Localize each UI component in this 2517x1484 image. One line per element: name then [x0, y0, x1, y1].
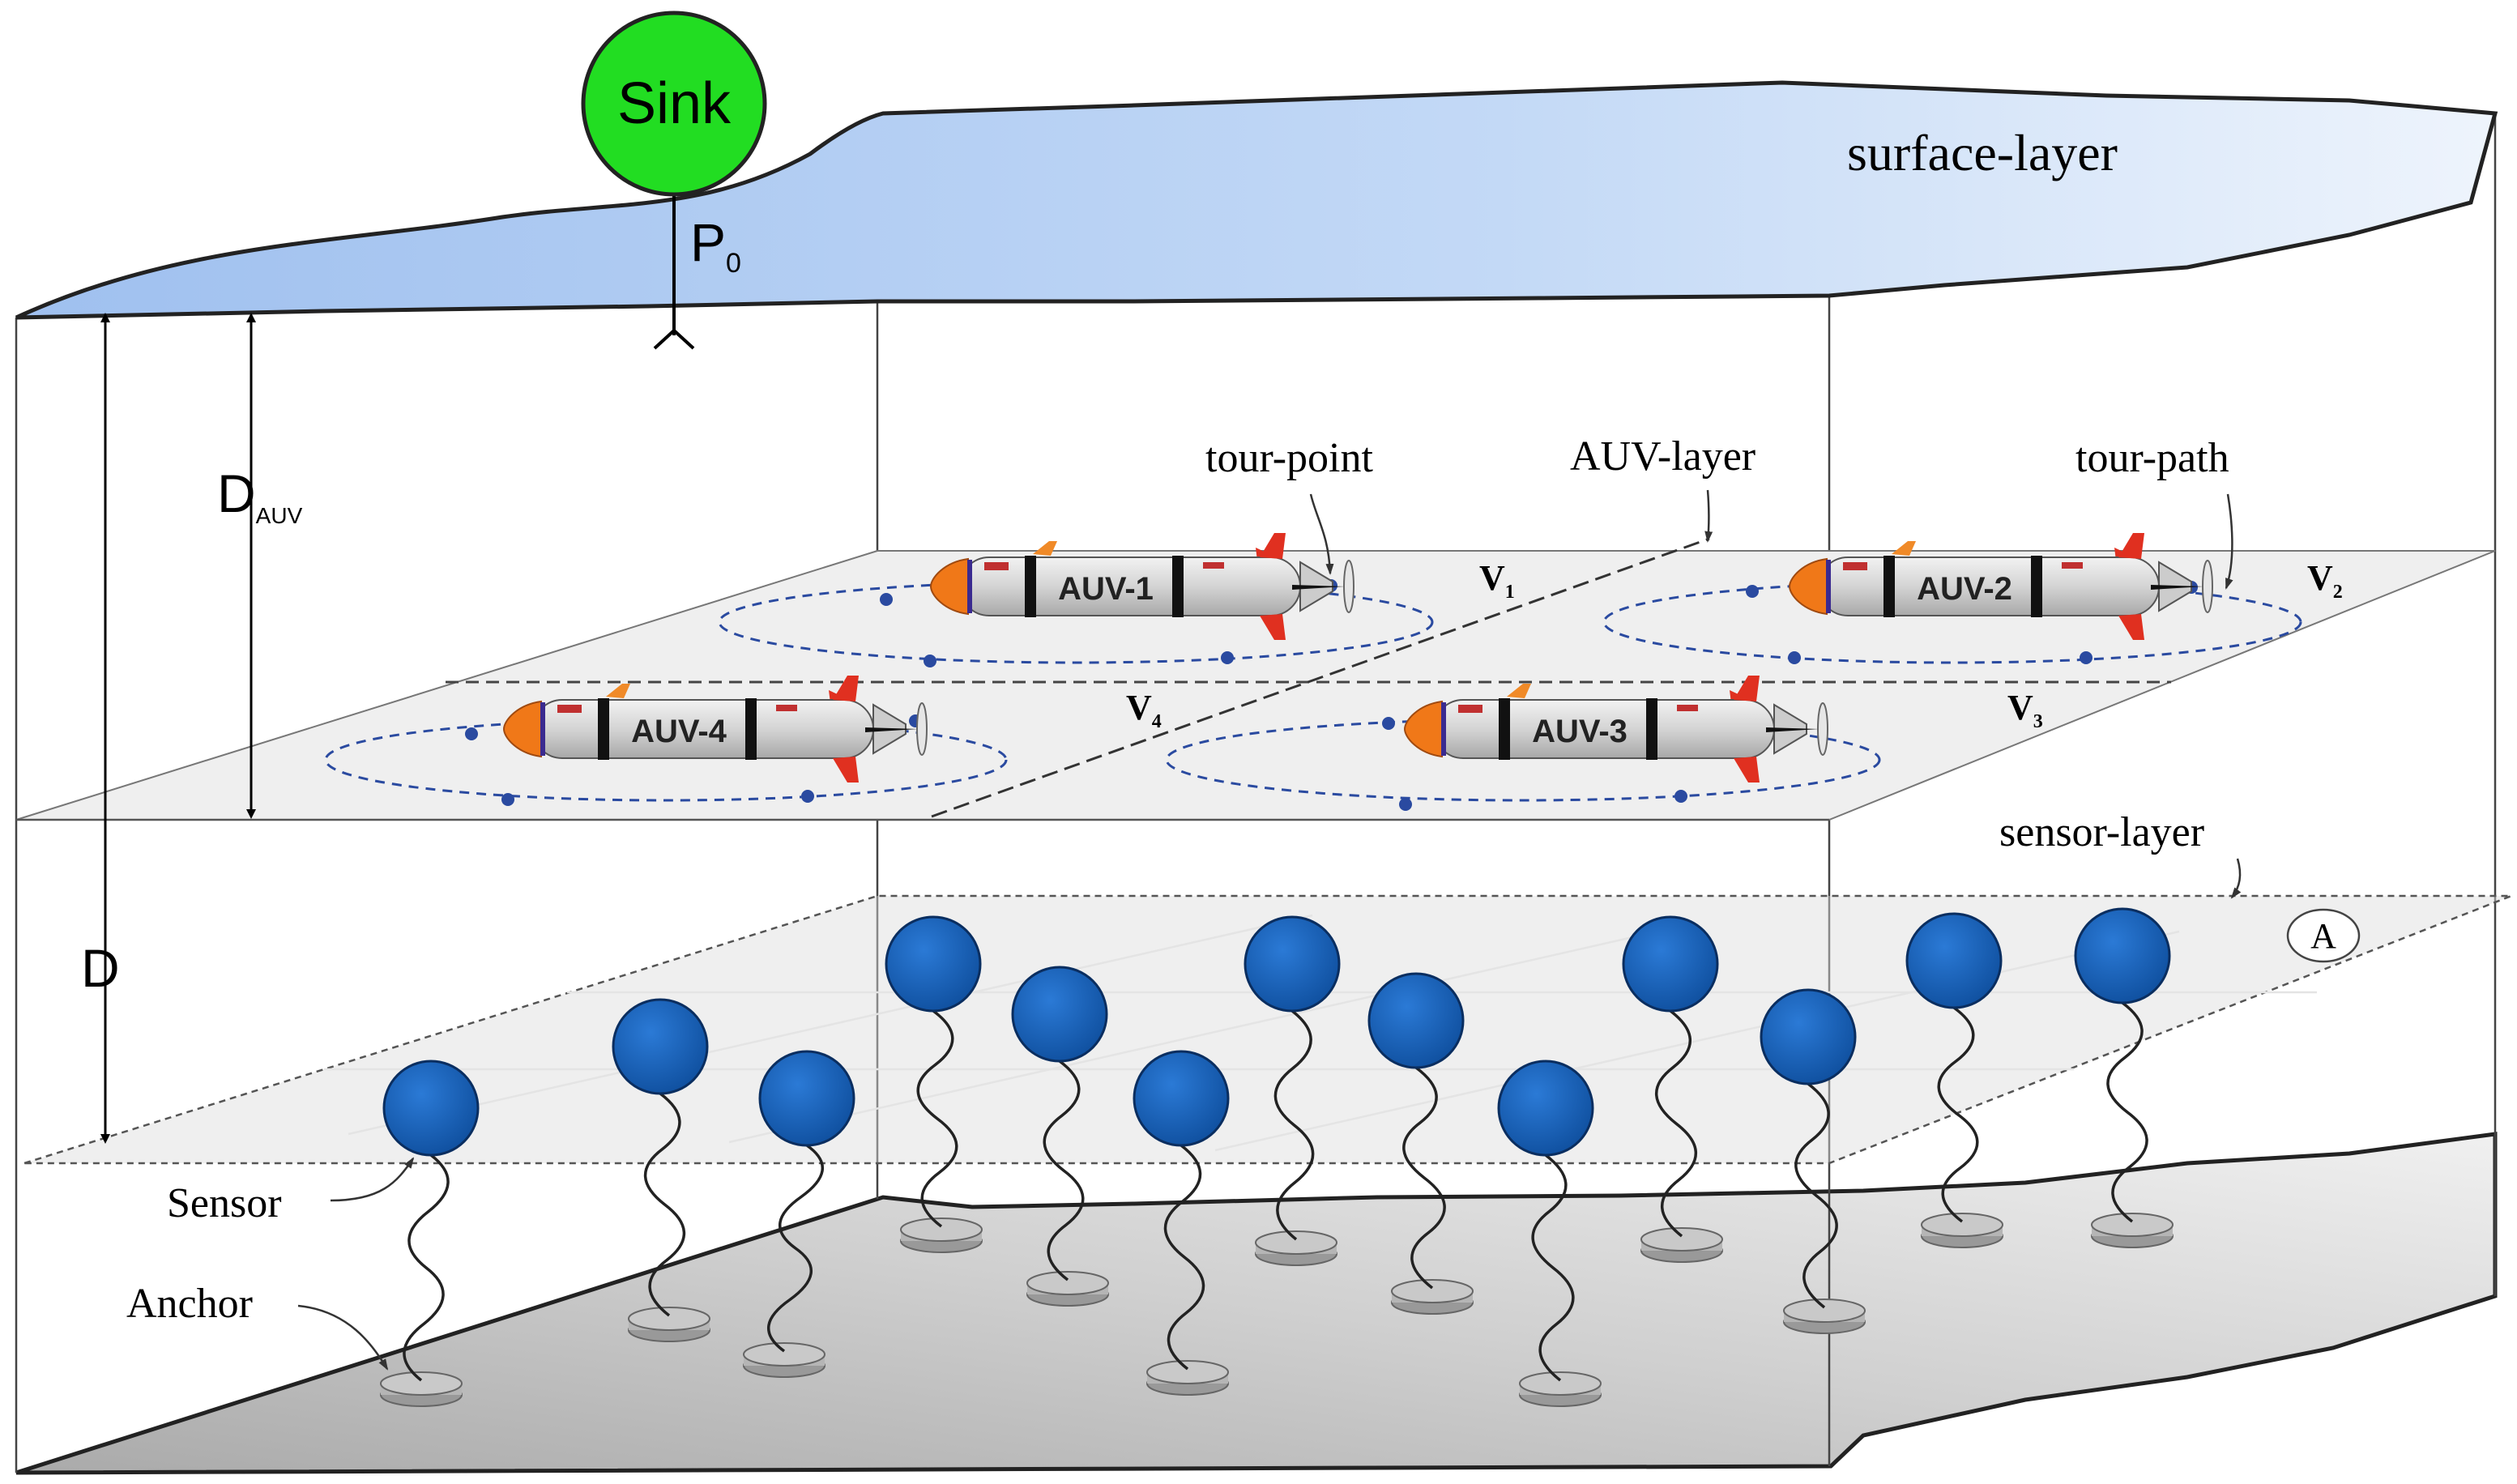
anchor-disc — [1391, 1279, 1474, 1315]
auv-vehicle: AUV-2 — [1788, 533, 2213, 640]
tether-line — [1937, 1006, 1979, 1223]
callout-pointers — [297, 489, 2242, 1371]
sensor-node — [1244, 915, 1341, 1013]
sensor-node — [612, 998, 709, 1095]
sensor-node — [2074, 907, 2171, 1004]
sensor-node — [1905, 912, 2003, 1009]
anchor-disc — [1921, 1213, 2003, 1248]
auv-label: AUV-3 — [1532, 714, 1628, 749]
sensor-layer-label: sensor-layer — [1999, 809, 2204, 855]
sensor-layer-plane — [23, 894, 2512, 1165]
region-v1-label: V1 — [1479, 558, 1515, 603]
depth-arrows — [100, 313, 256, 1144]
tether-line — [1531, 1154, 1575, 1382]
tether-line — [1163, 1144, 1205, 1371]
tether-line — [643, 1092, 686, 1317]
tour-path-label: tour-path — [2075, 435, 2229, 481]
anchor-disc — [900, 1217, 983, 1253]
sensor-node — [1133, 1050, 1230, 1147]
seabed — [15, 1132, 2498, 1475]
tether-line — [767, 1144, 824, 1353]
anchor-disc — [628, 1307, 710, 1342]
area-marker: A — [2286, 908, 2361, 963]
sink-node — [581, 11, 767, 350]
sensor-label: Sensor — [167, 1180, 282, 1226]
auv-vehicle: AUV-3 — [1403, 676, 1828, 783]
anchor-disc — [2091, 1213, 2174, 1248]
sensor-node — [1367, 972, 1465, 1069]
sink-label: Sink — [617, 71, 732, 136]
tether-line — [1043, 1060, 1085, 1281]
auv-vehicle: AUV-4 — [502, 676, 928, 783]
region-v3-label: V3 — [2007, 688, 2043, 732]
sensors — [382, 907, 2171, 1157]
d-auv-label: DAUV — [217, 463, 303, 528]
anchor-disc — [1519, 1371, 1602, 1407]
auv-vehicle: AUV-1 — [929, 533, 1354, 640]
tour-points — [465, 579, 2198, 811]
region-v4-label: V4 — [1126, 688, 1162, 732]
tether-line — [1273, 1009, 1315, 1241]
sensor-node — [1011, 966, 1108, 1063]
tethers — [403, 1001, 2148, 1382]
sensor-node — [1497, 1060, 1594, 1157]
d-label: D — [81, 938, 120, 998]
sensor-node — [382, 1060, 480, 1157]
region-v2-label: V2 — [2307, 558, 2343, 603]
tether-line — [2106, 1001, 2148, 1223]
auv-label: AUV-2 — [1917, 571, 2012, 607]
auv-label: AUV-1 — [1058, 571, 1154, 607]
tether-line — [1655, 1009, 1697, 1238]
anchor-disc — [1255, 1230, 1337, 1266]
surface-layer-shape — [15, 80, 2498, 320]
surface-layer-label: surface-layer — [1847, 124, 2118, 181]
anchor-disc — [1146, 1360, 1229, 1396]
auv-layer-label: AUV-layer — [1570, 433, 1756, 480]
anchor-disc — [1026, 1271, 1109, 1307]
sink-circle — [581, 11, 767, 197]
anchor-disc — [380, 1371, 463, 1407]
anchor-disc — [1783, 1298, 1866, 1334]
sensor-node — [1622, 915, 1719, 1013]
anchors — [380, 1213, 2174, 1407]
tether-line — [403, 1154, 450, 1382]
auv-label: AUV-4 — [631, 714, 727, 749]
text-labels: Sink P0 surface-layer DAUV D tour-point … — [81, 71, 2343, 1327]
sensor-node — [1760, 988, 1857, 1085]
p0-label: P0 — [690, 212, 741, 279]
anchor-label: Anchor — [126, 1281, 253, 1327]
tether-line — [1402, 1066, 1446, 1290]
anchor-disc — [1640, 1227, 1723, 1263]
sensor-node — [885, 915, 982, 1013]
tour-point-label: tour-point — [1205, 435, 1373, 481]
tether-line — [1794, 1082, 1838, 1309]
tether-line — [916, 1009, 958, 1228]
auv-layer-divider — [931, 537, 1710, 818]
sensor-node — [758, 1050, 855, 1147]
anchor-disc — [743, 1342, 825, 1378]
area-label: A — [2310, 916, 2336, 956]
